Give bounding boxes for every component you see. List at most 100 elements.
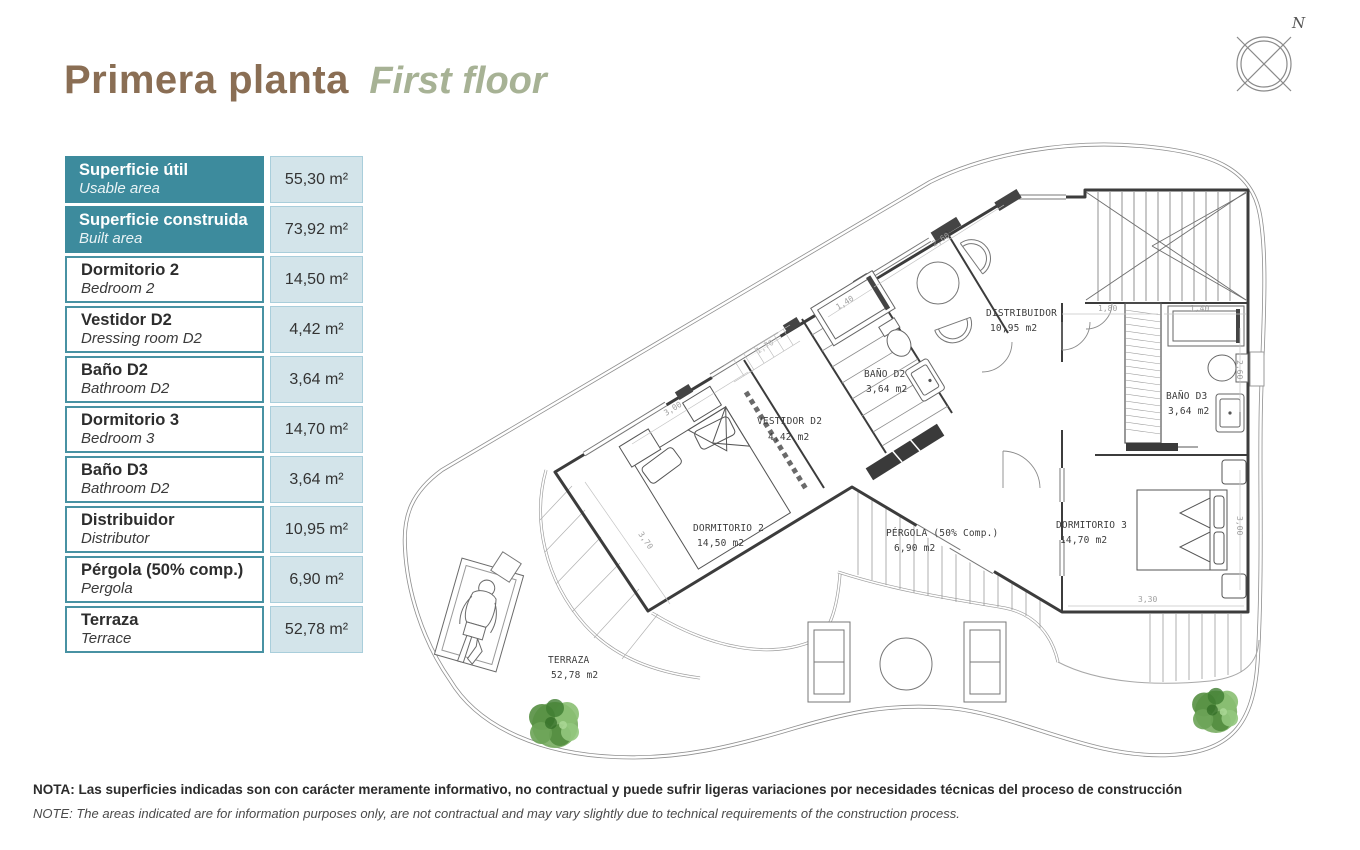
row-value: 52,78 m²	[270, 606, 363, 653]
row-label-cell: Vestidor D2 Dressing room D2	[65, 306, 264, 353]
row-value: 3,64 m²	[270, 356, 363, 403]
compass-north-label: N	[1291, 14, 1306, 32]
row-sublabel: Bedroom 3	[81, 430, 155, 448]
table-row: Baño D3 Bathroom D2 3,64 m²	[65, 456, 365, 503]
row-label-cell: Distribuidor Distributor	[65, 506, 264, 553]
deck-hatch	[539, 485, 659, 660]
room-label: PÉRGOLA (50% Comp.)	[886, 527, 998, 539]
row-label: Terraza	[81, 611, 139, 630]
row-label-cell: Terraza Terrace	[65, 606, 264, 653]
row-label-cell: Superficie útil Usable area	[65, 156, 264, 203]
distribuidor-furniture	[916, 239, 991, 344]
dimension-label: 3,70	[636, 530, 655, 551]
row-label: Dormitorio 3	[81, 411, 180, 430]
compass-icon: N	[1228, 6, 1348, 116]
row-label: Pérgola (50% comp.)	[81, 561, 244, 580]
stairwell-block	[1085, 191, 1247, 301]
room-area-label: 3,64 m2	[866, 384, 907, 395]
row-label-cell: Baño D3 Bathroom D2	[65, 456, 264, 503]
row-sublabel: Bathroom D2	[81, 380, 170, 398]
terrace-furniture	[807, 621, 1007, 703]
wardrobe-closet	[1124, 302, 1198, 451]
dimension-label: 1,40	[1190, 304, 1209, 313]
dimension-label: 3,30	[1138, 595, 1157, 604]
footnotes: NOTA: Las superficies indicadas son con …	[33, 782, 1343, 821]
bedroom3-furniture	[1136, 459, 1247, 599]
sliding-door	[914, 522, 996, 576]
room-label: DORMITORIO 3	[1056, 520, 1127, 531]
row-value: 3,64 m²	[270, 456, 363, 503]
row-label: Baño D2	[81, 361, 148, 380]
table-row: Dormitorio 2 Bedroom 2 14,50 m²	[65, 256, 365, 303]
tree-icon	[1192, 687, 1239, 733]
stair-upper-run	[723, 324, 801, 383]
row-sublabel: Bedroom 2	[81, 280, 155, 298]
row-value: 55,30 m²	[270, 156, 363, 203]
terrace-curves	[539, 469, 1260, 684]
row-label: Baño D3	[81, 461, 148, 480]
row-value: 14,50 m²	[270, 256, 363, 303]
table-row: Superficie útil Usable area 55,30 m²	[65, 156, 365, 203]
room-label: BAÑO D2	[864, 369, 905, 380]
bedroom2-furniture	[618, 385, 792, 570]
dimension-label: 2,60	[1235, 360, 1244, 379]
page-title-es: Primera planta	[64, 58, 349, 102]
page-title: Primera planta First floor	[64, 58, 547, 103]
table-row: Vestidor D2 Dressing room D2 4,42 m²	[65, 306, 365, 353]
room-area-label: 4,42 m2	[768, 432, 809, 443]
row-sublabel: Distributor	[81, 530, 150, 548]
room-area-label: 6,90 m2	[894, 543, 935, 554]
table-row: Baño D2 Bathroom D2 3,64 m²	[65, 356, 365, 403]
table-row: Pérgola (50% comp.) Pergola 6,90 m²	[65, 556, 365, 603]
row-label-cell: Pérgola (50% comp.) Pergola	[65, 556, 264, 603]
floor-plan-drawing: 2,60 1,40 3,00 3,70 1,70 1,80 1,40 2,60 …	[400, 130, 1300, 785]
dimension-lines	[584, 204, 1246, 607]
table-row: Dormitorio 3 Bedroom 3 14,70 m²	[65, 406, 365, 453]
room-label: BAÑO D3	[1166, 391, 1207, 402]
row-sublabel: Built area	[79, 230, 143, 248]
row-label-cell: Dormitorio 3 Bedroom 3	[65, 406, 264, 453]
row-label: Dormitorio 2	[81, 261, 180, 280]
table-row: Superficie construida Built area 73,92 m…	[65, 206, 365, 253]
row-label: Vestidor D2	[81, 311, 172, 330]
row-sublabel: Bathroom D2	[81, 480, 170, 498]
tree-icon	[529, 699, 579, 748]
row-sublabel: Pergola	[81, 580, 133, 598]
room-area-label: 10,95 m2	[990, 323, 1037, 334]
row-label: Superficie construida	[79, 211, 248, 230]
room-label: DISTRIBUIDOR	[986, 308, 1057, 319]
row-label-cell: Dormitorio 2 Bedroom 2	[65, 256, 264, 303]
page-title-en: First floor	[369, 60, 547, 102]
dimension-label: 1,80	[1098, 304, 1117, 313]
terrace-boundary	[402, 142, 1267, 760]
bathroom-d2-fixtures	[810, 270, 945, 402]
note-en: NOTE: The areas indicated are for inform…	[33, 806, 960, 821]
bathroom-d3-fixtures	[1167, 305, 1265, 433]
dimension-label: 3,00	[662, 400, 683, 418]
note-es: NOTA: Las superficies indicadas son con …	[33, 782, 1183, 797]
row-value: 6,90 m²	[270, 556, 363, 603]
room-area-label: 3,64 m2	[1168, 406, 1209, 417]
room-label: DORMITORIO 2	[693, 523, 764, 534]
closet-chain	[743, 390, 809, 491]
row-value: 14,70 m²	[270, 406, 363, 453]
dimension-label: 3,00	[1235, 516, 1244, 535]
pergola-slats	[857, 491, 1242, 682]
room-area-label: 14,70 m2	[1060, 535, 1107, 546]
room-area-label: 52,78 m2	[551, 670, 598, 681]
area-table: Superficie útil Usable area 55,30 m² Sup…	[65, 156, 365, 656]
row-label-cell: Baño D2 Bathroom D2	[65, 356, 264, 403]
row-value: 4,42 m²	[270, 306, 363, 353]
row-label: Superficie útil	[79, 161, 189, 180]
table-row: Terraza Terrace 52,78 m²	[65, 606, 365, 653]
row-label: Distribuidor	[81, 511, 175, 530]
side-table-icon	[490, 551, 522, 583]
table-row: Distribuidor Distributor 10,95 m²	[65, 506, 365, 553]
wing-windows	[1058, 468, 1066, 576]
row-value: 10,95 m²	[270, 506, 363, 553]
person-lounger-icon	[433, 557, 525, 673]
room-label: VESTIDOR D2	[757, 416, 822, 427]
row-label-cell: Superficie construida Built area	[65, 206, 264, 253]
room-area-label: 14,50 m2	[697, 538, 744, 549]
